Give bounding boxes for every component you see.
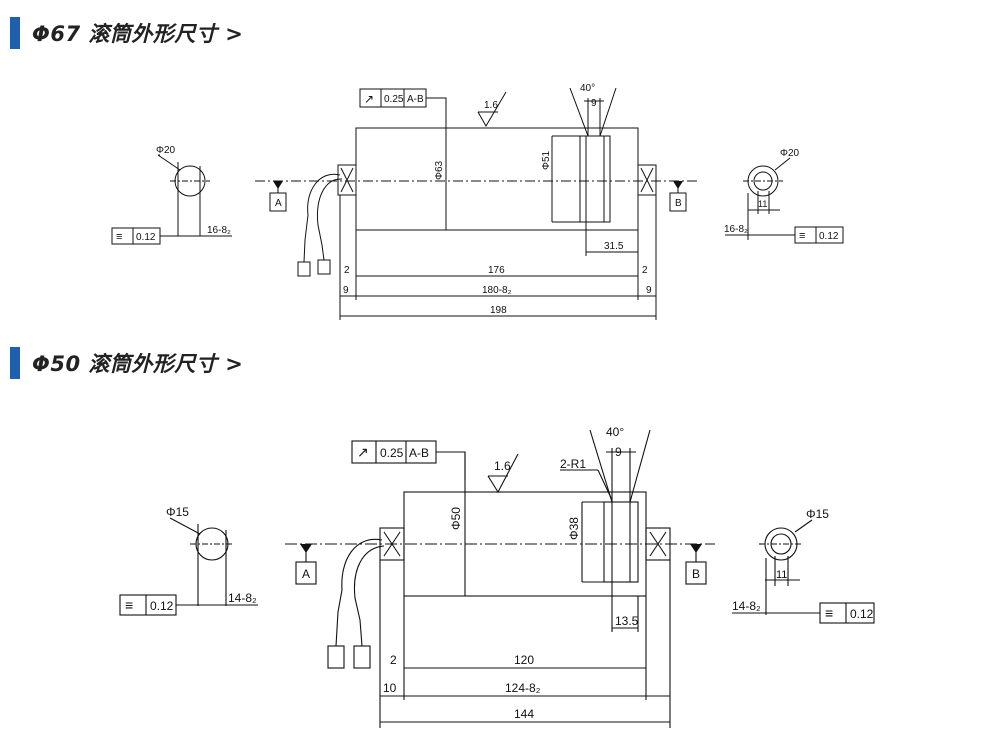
body-length-dim: 124-8₂ [505, 681, 541, 695]
body-diameter: Φ63 [434, 160, 445, 180]
body-diameter: Φ50 [449, 507, 463, 530]
shaft-diameter-right: Φ15 [806, 507, 829, 521]
flat-width: 11 [758, 199, 767, 209]
vee-angle: 40° [606, 425, 624, 439]
section-header-phi67: Φ67 滚筒外形尺寸 > [10, 16, 243, 50]
runout-tolerance: 0.25 [380, 446, 404, 460]
datum-a-label: A [302, 567, 310, 581]
step-dim-left: 2 [344, 265, 350, 276]
symmetry-icon: ≡ [125, 597, 133, 613]
cap-dim-right: 9 [646, 285, 652, 296]
section-header-phi50: Φ50 滚筒外形尺寸 > [10, 346, 243, 380]
total-length-dim: 144 [514, 707, 534, 721]
body-length-dim: 180-8₂ [482, 285, 512, 296]
cap-dim-left: 10 [383, 681, 397, 695]
runout-arrow-icon: ↗ [364, 92, 374, 106]
groove-offset-dim: 13.5 [615, 614, 639, 628]
drawing-phi67: 0.25 A-B ↗ 1.6 40° 9 Φ63 Φ51 A B Φ20 Φ20… [111, 83, 844, 320]
symmetry-tolerance-left: 0.12 [136, 232, 156, 243]
datum-reference: A-B [409, 446, 429, 460]
roughness-value: 1.6 [484, 100, 498, 111]
symmetry-icon: ≡ [825, 605, 833, 621]
inner-length-dim: 120 [514, 653, 534, 667]
runout-arrow-icon: ↗ [357, 444, 369, 460]
drawing-phi50: ↗ 0.25 A-B 1.6 40° 9 2-R1 Φ50 Φ38 A B Φ1… [119, 425, 875, 728]
symmetry-icon: ≡ [799, 230, 805, 242]
fillet-radius: 2-R1 [560, 457, 586, 471]
cap-dim-left: 9 [343, 285, 349, 296]
step-dim-left: 2 [390, 653, 397, 667]
section-title: Φ67 滚筒外形尺寸 > [32, 22, 244, 46]
section-accent-bar [10, 347, 20, 379]
shaft-diameter-right: Φ20 [780, 148, 800, 159]
flat-dimension-left: 14-8₂ [228, 591, 257, 605]
inner-length-dim: 176 [488, 265, 505, 276]
datum-reference: A-B [407, 94, 424, 105]
shaft-diameter-left: Φ20 [156, 145, 176, 156]
groove-offset-dim: 31.5 [604, 241, 624, 252]
flat-dimension-right: 14-8₂ [732, 599, 761, 613]
step-dim-right: 2 [642, 265, 648, 276]
groove-width: 9 [615, 445, 622, 459]
section-accent-bar [10, 17, 20, 49]
flat-dimension-right: 16-8₂ [724, 224, 748, 235]
groove-width: 9 [591, 98, 597, 109]
flat-dimension-left: 16-8₂ [207, 225, 231, 236]
roughness-value: 1.6 [494, 459, 511, 473]
section-title: Φ50 滚筒外形尺寸 > [32, 352, 244, 376]
symmetry-tolerance-right: 0.12 [850, 607, 874, 621]
datum-a-label: A [275, 198, 282, 209]
datum-b-label: B [692, 567, 700, 581]
datum-b-label: B [675, 198, 682, 209]
groove-diameter: Φ38 [567, 517, 581, 540]
groove-diameter: Φ51 [541, 150, 552, 170]
vee-angle: 40° [580, 83, 595, 94]
runout-tolerance: 0.25 [384, 94, 404, 105]
shaft-diameter-left: Φ15 [166, 505, 189, 519]
symmetry-icon: ≡ [116, 231, 122, 243]
symmetry-tolerance-left: 0.12 [150, 599, 174, 613]
symmetry-tolerance-right: 0.12 [819, 231, 839, 242]
total-length-dim: 198 [490, 305, 507, 316]
flat-width: 11 [776, 569, 787, 581]
